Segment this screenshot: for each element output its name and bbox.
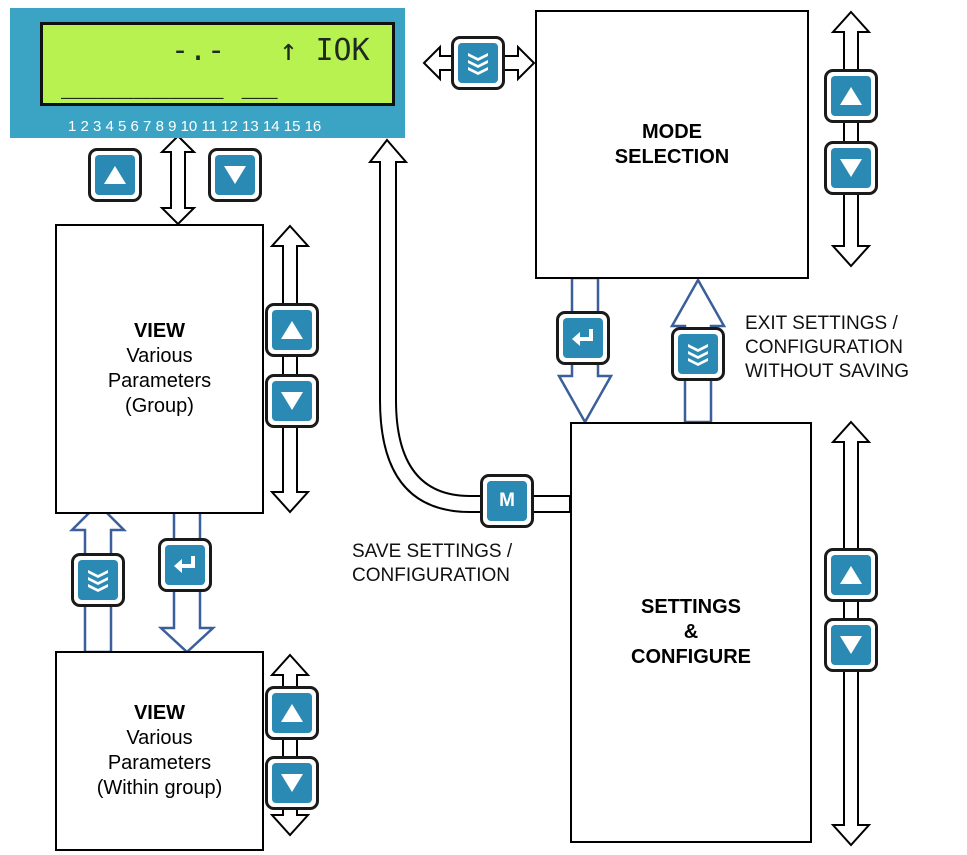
escape-button-settings[interactable]: [671, 327, 725, 381]
settings-title: SETTINGS: [640, 596, 741, 618]
view-within-line-3: (Within group): [96, 777, 223, 799]
triangle-down-icon: [840, 159, 862, 177]
enter-icon: [572, 329, 593, 346]
lcd-line-2: _________ __: [61, 65, 278, 100]
double-arrow-view-within-scroll: [269, 653, 311, 837]
exit-label-line-2: CONFIGURATION: [745, 337, 903, 358]
mode-title: MODE: [642, 120, 702, 143]
up-button-view-group[interactable]: [265, 303, 319, 357]
view-within-line-1: Various: [126, 727, 193, 749]
triangle-up-icon: [104, 166, 126, 184]
up-button-lcd[interactable]: [88, 148, 142, 202]
triangle-up-icon: [281, 704, 303, 722]
mode-title-2: SELECTION: [614, 145, 730, 168]
menu-button[interactable]: M: [480, 474, 534, 528]
exit-label-line-1: EXIT SETTINGS /: [745, 313, 898, 334]
enter-button-mode[interactable]: [556, 311, 610, 365]
triple-chevron-down-icon: [88, 570, 108, 592]
triple-chevron-down-icon: [468, 53, 488, 75]
exit-settings-label: EXIT SETTINGS / CONFIGURATION WITHOUT SA…: [745, 312, 909, 384]
save-label-line-1: SAVE SETTINGS /: [352, 541, 513, 562]
double-arrow-lcd-view: [159, 134, 197, 226]
down-button-mode[interactable]: [824, 141, 878, 195]
triangle-down-icon: [281, 392, 303, 410]
view-group-line-1: Various: [126, 345, 193, 367]
save-settings-label: SAVE SETTINGS / CONFIGURATION: [352, 540, 512, 588]
up-button-mode[interactable]: [824, 69, 878, 123]
view-within-line-2: Parameters: [107, 752, 212, 774]
down-button-view-group[interactable]: [265, 374, 319, 428]
save-label-line-2: CONFIGURATION: [352, 565, 510, 586]
lcd-screen: -.- ↑ IOK _________ __: [40, 22, 395, 106]
double-arrow-view-group-scroll: [269, 224, 311, 514]
up-button-view-within[interactable]: [265, 686, 319, 740]
down-button-lcd[interactable]: [208, 148, 262, 202]
triangle-up-icon: [840, 566, 862, 584]
triangle-down-icon: [840, 636, 862, 654]
mode-selection-box: MODE SELECTION: [535, 10, 809, 279]
lcd-display: -.- ↑ IOK _________ __ 1 2 3 4 5 6 7 8 9…: [10, 8, 405, 138]
view-group-line-2: Parameters: [107, 370, 212, 392]
enter-button-view[interactable]: [158, 538, 212, 592]
view-group-line-3: (Group): [125, 395, 194, 417]
view-within-box: VIEW Various Parameters (Within group): [55, 651, 264, 851]
lcd-digit-numbers: 1 2 3 4 5 6 7 8 9 10 11 12 13 14 15 16: [68, 118, 322, 135]
up-button-settings[interactable]: [824, 548, 878, 602]
triple-chevron-down-icon: [688, 344, 708, 366]
down-button-settings[interactable]: [824, 618, 878, 672]
triangle-up-icon: [281, 321, 303, 339]
lcd-line-1: -.- ↑ IOK: [171, 33, 370, 68]
escape-button-view[interactable]: [71, 553, 125, 607]
view-within-title: VIEW: [133, 702, 186, 724]
triangle-down-icon: [281, 774, 303, 792]
triangle-up-icon: [840, 87, 862, 105]
enter-icon: [174, 556, 195, 573]
settings-title-3: CONFIGURE: [631, 646, 751, 668]
double-arrow-mode-scroll: [830, 10, 872, 268]
settings-configure-box: SETTINGS & CONFIGURE: [570, 422, 812, 843]
view-group-box: VIEW Various Parameters (Group): [55, 224, 264, 514]
triangle-down-icon: [224, 166, 246, 184]
down-button-view-within[interactable]: [265, 756, 319, 810]
menu-button-label: M: [499, 490, 515, 511]
exit-label-line-3: WITHOUT SAVING: [745, 361, 909, 382]
escape-button-lcd-mode[interactable]: [451, 36, 505, 90]
view-group-title: VIEW: [133, 320, 186, 342]
settings-title-2: &: [683, 621, 699, 643]
